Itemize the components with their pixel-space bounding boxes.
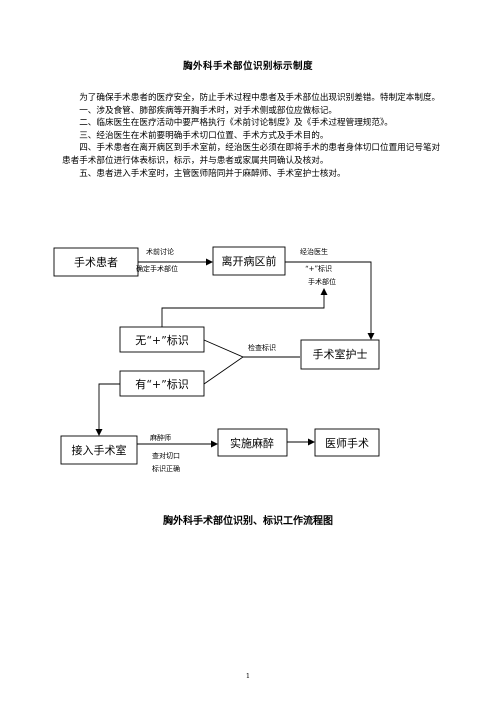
box-no-mark-text: 无“+”标识 xyxy=(135,333,188,347)
box-patient-text: 手术患者 xyxy=(74,255,118,269)
arrow-mark-back xyxy=(161,288,328,327)
fork-check-mark xyxy=(203,339,244,385)
label-check-incision: 查对切口 xyxy=(152,451,180,460)
arrow-ward-to-nurse xyxy=(285,261,375,340)
label-plus-mark: “+”标识 xyxy=(305,264,332,273)
box-or-nurse-text: 手术室护士 xyxy=(313,347,368,361)
document-body: 为了确保手术患者的医疗安全，防止手术过程中患者及手术部位出现识别差错。特制定本制… xyxy=(62,92,444,180)
paragraph-rule-3: 三、经治医生在术前要明确手术切口位置、手术方式及手术目的。 xyxy=(79,130,329,141)
box-leave-ward-text: 离开病区前 xyxy=(222,254,277,268)
label-surgical-site: 手术部位 xyxy=(308,277,336,286)
box-or-nurse xyxy=(300,339,380,370)
box-has-mark-text: 有“+”标识 xyxy=(135,377,188,391)
document-title: 胸外科手术部位识别标示制度 xyxy=(182,61,313,72)
label-check-mark: 检查标识 xyxy=(248,343,276,352)
paragraph-rule-5: 五、患者进入手术室时，主管医师陪同并于麻醉师、手术室护士核对。 xyxy=(79,168,346,179)
flowchart-caption: 胸外科手术部位识别、标识工作流程图 xyxy=(163,516,333,527)
box-enter-or xyxy=(60,435,138,465)
page-number: 1 xyxy=(245,672,251,680)
label-confirm-site: 确定手术部位 xyxy=(136,264,178,273)
box-leave-ward xyxy=(212,246,286,276)
label-attending-doctor: 经治医生 xyxy=(300,247,328,256)
paragraph-rule-4: 四、手术患者在离开病区到手术室前，经治医生必须在即将手术的患者身体切口位置用记号… xyxy=(62,143,441,166)
paragraph-rule-2: 二、临床医生在医疗活动中要严格执行《术前讨论制度》及《手术过程管理规范》。 xyxy=(79,118,393,129)
box-enter-or-text: 接入手术室 xyxy=(72,443,127,457)
label-mark-correct: 标识正确 xyxy=(152,464,180,473)
label-anesthesiologist: 麻醉师 xyxy=(150,433,171,442)
box-surgery xyxy=(314,428,380,457)
box-anesthesia xyxy=(217,428,288,457)
box-surgery-text: 医师手术 xyxy=(325,436,369,450)
paragraph-rule-1: 一、涉及食管、肺部疾病等开胸手术时，对手术侧或部位应做标记。 xyxy=(79,105,338,116)
label-preop-discussion: 术前讨论 xyxy=(146,247,174,256)
arrow-has-mark-to-enter xyxy=(95,383,120,436)
box-anesthesia-text: 实施麻醉 xyxy=(230,436,274,450)
paragraph-intro: 为了确保手术患者的医疗安全，防止手术过程中患者及手术部位出现识别差错。特制定本制… xyxy=(79,93,441,103)
